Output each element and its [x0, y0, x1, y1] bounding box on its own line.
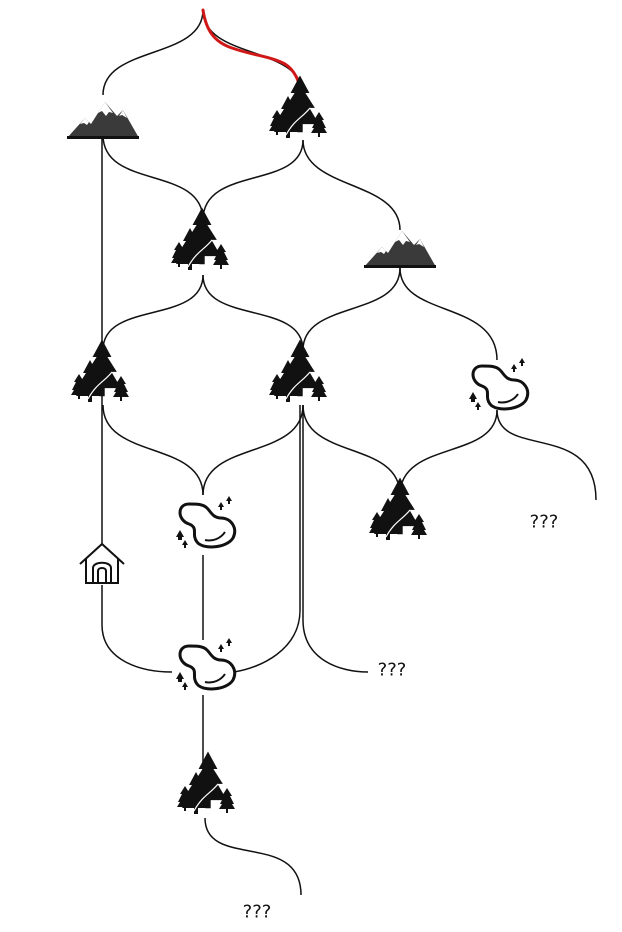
path-mountain-to-forest-mid [302, 267, 401, 351]
path-forest-to-forest [202, 139, 304, 221]
path-forest-to-lake [102, 404, 204, 496]
forest-icon [171, 208, 229, 271]
path-mountain-to-lake [399, 267, 498, 361]
unknown-destination-label: ??? [242, 901, 272, 923]
forest-icon [71, 340, 129, 403]
unknown-destination-label: ??? [529, 511, 559, 533]
path-forest-to-forest-right [302, 404, 401, 496]
unknown-destination-label: ??? [377, 659, 407, 681]
path-forest-to-mountain [302, 139, 401, 231]
path-forest-to-forest-mid [202, 274, 304, 351]
mountain-icon [364, 231, 436, 268]
mountain-icon [67, 102, 139, 139]
house-icon [79, 543, 125, 584]
path-house-to-lake [101, 585, 173, 673]
path-lines [101, 9, 597, 896]
forest-icon [269, 76, 327, 139]
path-lake-to-unknown [496, 409, 597, 501]
path-lake-to-forest [399, 409, 498, 496]
lake-icon [174, 494, 237, 550]
path-start-to-mountain [102, 9, 204, 96]
lake-icon [174, 636, 237, 692]
lake-icon [467, 356, 530, 412]
path-forest-to-unknown [302, 405, 369, 673]
forest-icon [369, 478, 427, 541]
path-forest-to-unknown-low [204, 817, 302, 896]
path-forest-to-lake-low [233, 405, 301, 673]
path-forest-to-forest-left [102, 274, 204, 351]
forest-icon [177, 752, 235, 815]
highlighted-route [201, 8, 308, 105]
path-mountain-to-forest [102, 134, 204, 221]
forest-icon [269, 340, 327, 403]
path-forest-to-lake-b [202, 404, 304, 496]
